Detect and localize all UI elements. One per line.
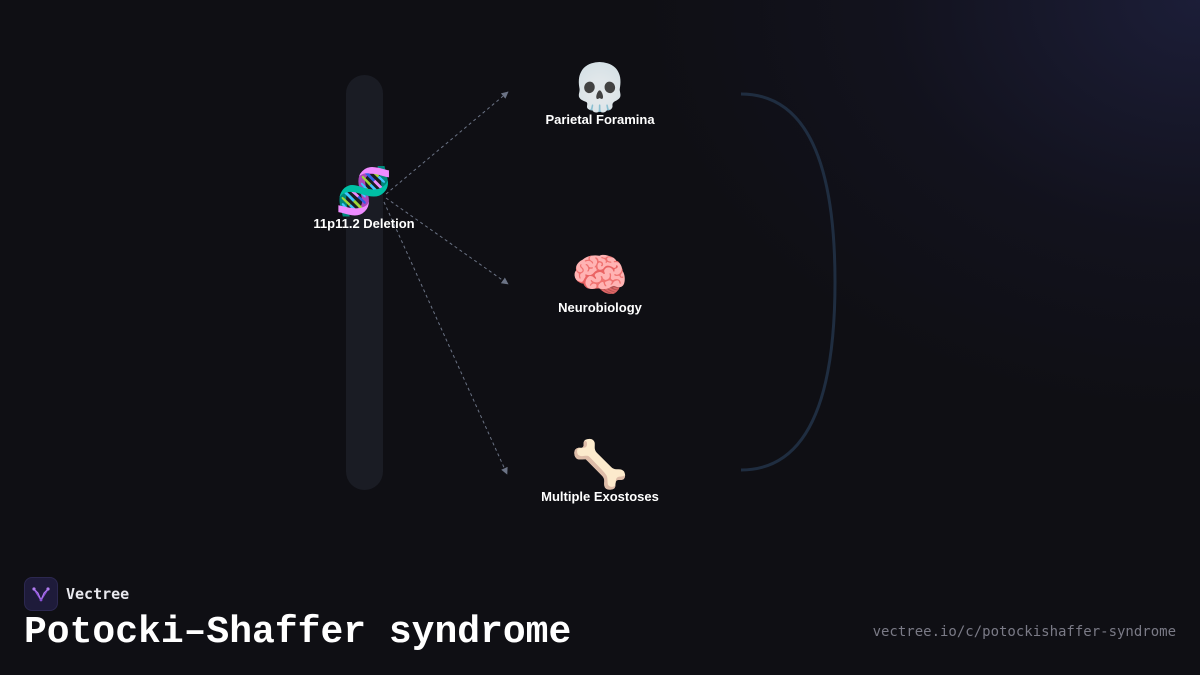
bone-icon: 🦴 xyxy=(571,439,629,490)
node-label: Multiple Exostoses xyxy=(541,489,659,504)
brand-name: Vectree xyxy=(66,585,130,603)
node-neurobiology[interactable]: 🧠 Neurobiology xyxy=(558,250,642,316)
node-parietal-foramina[interactable]: 💀 Parietal Foramina xyxy=(545,62,654,128)
node-label: Parietal Foramina xyxy=(545,112,655,127)
page-title: Potocki–Shaffer syndrome xyxy=(24,611,572,654)
group-bracket xyxy=(740,92,837,472)
dna-icon: 🧬 xyxy=(335,166,393,217)
node-label: 11p11.2 Deletion xyxy=(313,216,415,231)
edge-deletion-to-parietal xyxy=(385,91,509,195)
brand[interactable]: Vectree xyxy=(24,577,129,611)
edge-deletion-to-exostoses xyxy=(383,201,508,475)
node-multiple-exostoses[interactable]: 🦴 Multiple Exostoses xyxy=(541,439,659,505)
vectree-logo-icon xyxy=(24,577,58,611)
node-label: Neurobiology xyxy=(558,300,642,315)
edge-deletion-to-neurobiology xyxy=(385,197,509,285)
node-11p11-deletion[interactable]: 🧬 11p11.2 Deletion xyxy=(313,166,414,232)
brain-icon: 🧠 xyxy=(571,250,629,301)
skull-icon: 💀 xyxy=(571,62,629,113)
source-url[interactable]: vectree.io/c/potockishaffer-syndrome xyxy=(872,624,1176,640)
root-column-band xyxy=(346,75,383,490)
